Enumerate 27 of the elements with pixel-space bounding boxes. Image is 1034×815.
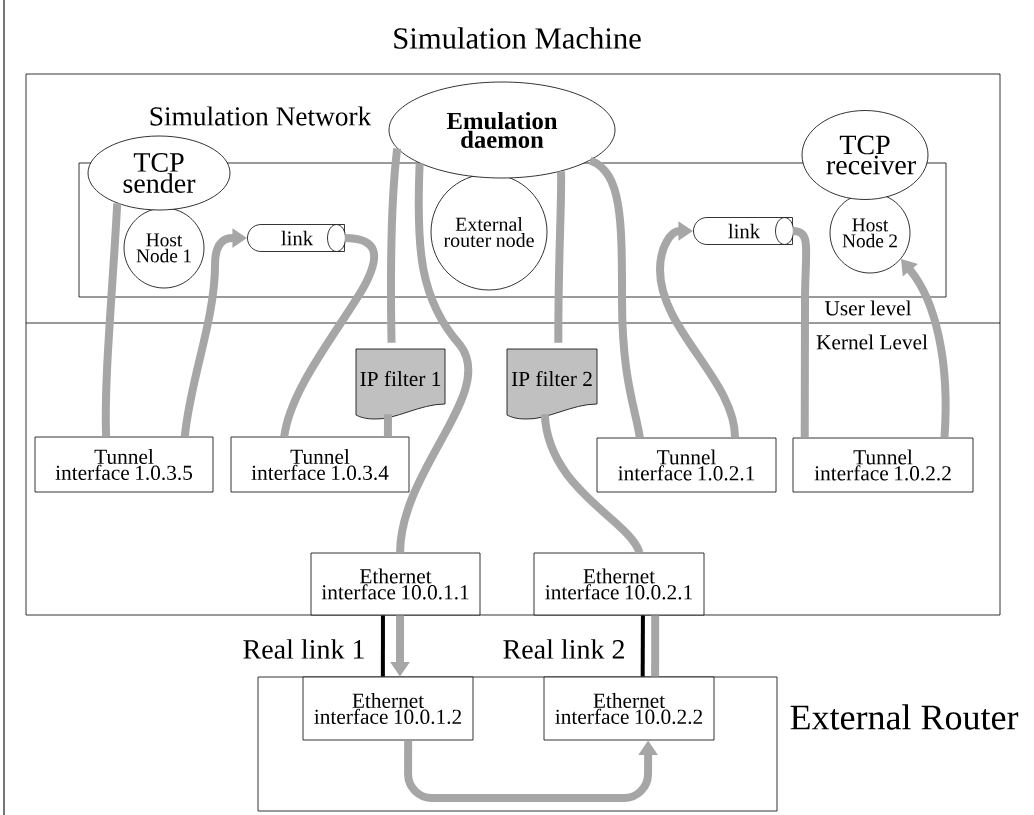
- link-line: [640, 615, 645, 677]
- edge-label: Real link 2: [503, 639, 624, 659]
- link-cylinder: link: [247, 224, 346, 252]
- link-cylinder: link: [693, 217, 794, 245]
- interface-box: Ethernet interface 10.0.1.1: [310, 552, 481, 616]
- interface-box: Tunnel interface 1.0.2.1: [596, 437, 777, 493]
- level-label: Kernel Level: [816, 334, 928, 350]
- node-label: External Router: [790, 704, 1019, 730]
- node-label: Simulation Machine: [394, 27, 641, 49]
- link-line: [380, 615, 385, 677]
- interface-box: Ethernet interface 10.0.2.1: [533, 552, 705, 616]
- filter-document: IP filter 1: [355, 348, 446, 420]
- interface-box: Tunnel interface 1.0.2.2: [792, 437, 974, 493]
- flow-line: [540, 413, 644, 555]
- edge-label: Real link 1: [243, 639, 364, 659]
- flow-line: [588, 156, 644, 439]
- flow-arrow: [656, 221, 740, 439]
- interface-box: Ethernet interface 10.0.2.2: [543, 676, 715, 741]
- flow-line: [383, 414, 392, 437]
- flow-line: [280, 234, 379, 438]
- node-label: Simulation Network: [150, 106, 372, 126]
- level-label: User level: [824, 300, 912, 316]
- interface-box: Tunnel interface 1.0.3.5: [34, 436, 214, 493]
- interface-box: Ethernet interface 10.0.1.2: [302, 676, 474, 741]
- flow-arrow: [901, 259, 950, 438]
- interface-box: Tunnel interface 1.0.3.4: [230, 436, 410, 493]
- filter-document: IP filter 2: [506, 348, 598, 420]
